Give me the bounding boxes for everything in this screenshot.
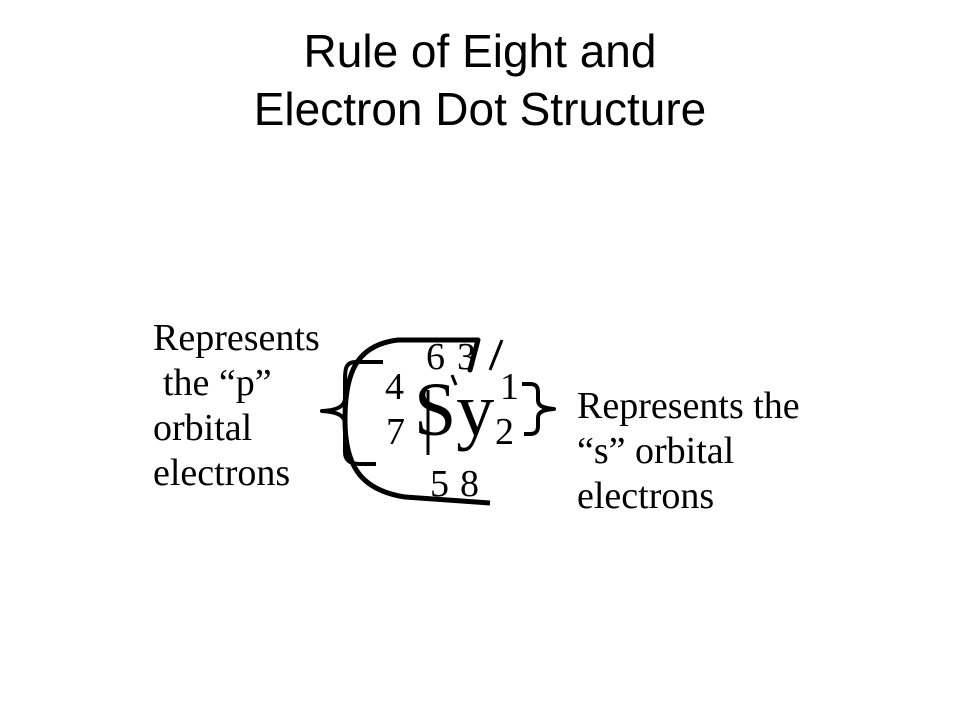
p-orbital-label: Represents the “p” orbital electrons — [153, 316, 320, 496]
position-1: 1 — [500, 366, 519, 408]
s-label-line-2: “s” orbital — [577, 430, 735, 472]
slide-title: Rule of Eight and Electron Dot Structure — [0, 22, 960, 138]
s-label-line-3: electrons — [577, 475, 715, 517]
element-symbol: Sy — [414, 368, 495, 452]
p-label-line-3: orbital — [153, 407, 253, 449]
position-3: 3 — [457, 336, 476, 378]
s-label-line-1: Represents the — [577, 385, 800, 427]
p-label-line-1: Represents — [153, 317, 320, 359]
s-orbital-label: Represents the “s” orbital electrons — [577, 384, 800, 519]
position-5: 5 — [430, 463, 449, 505]
p-label-line-2: the “p” — [163, 362, 272, 404]
p-label-line-4: electrons — [153, 452, 291, 494]
top-tick-left — [450, 374, 458, 386]
left-curly-bracket — [320, 360, 383, 466]
position-7: 7 — [386, 411, 405, 453]
arc-top-tail — [467, 337, 481, 373]
position-6: 6 — [426, 336, 445, 378]
position-2: 2 — [495, 411, 514, 453]
position-4: 4 — [385, 366, 404, 408]
top-tick-right — [488, 339, 504, 371]
title-line-2: Electron Dot Structure — [253, 83, 707, 135]
title-line-1: Rule of Eight and — [303, 25, 657, 77]
position-8: 8 — [460, 463, 479, 505]
right-curly-bracket — [522, 382, 556, 436]
